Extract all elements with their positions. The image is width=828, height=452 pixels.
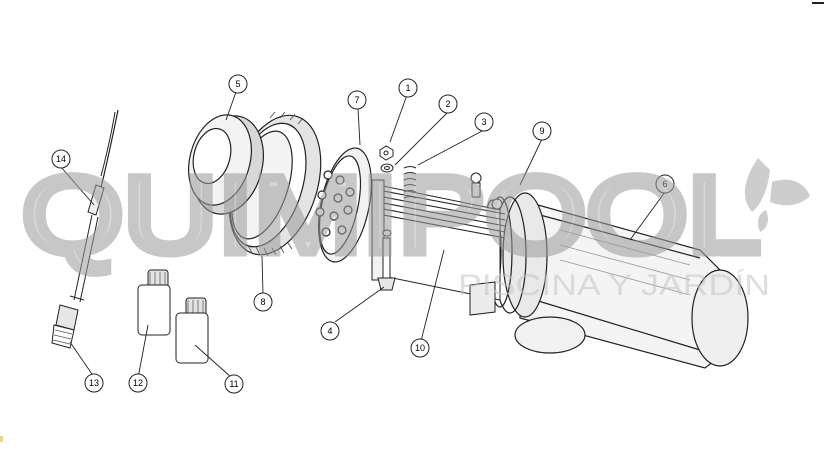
washer-part-2	[380, 163, 394, 173]
corner-mark-top-right	[812, 2, 824, 4]
callout-11: 11	[224, 374, 244, 394]
electrode-stack-part-10	[371, 172, 506, 316]
callouts: 1 2 3 4 5 6 7 8	[51, 74, 675, 394]
callout-1: 1	[398, 78, 418, 98]
svg-text:6: 6	[662, 179, 667, 189]
svg-text:4: 4	[327, 326, 332, 336]
head-plate-part-7	[315, 147, 372, 263]
bolt-part-4	[377, 229, 396, 291]
fitting-part-13	[51, 304, 79, 349]
callout-9: 9	[532, 121, 552, 141]
svg-text:7: 7	[354, 95, 359, 105]
svg-text:3: 3	[481, 117, 486, 127]
nut-part-1	[379, 145, 394, 161]
cell-body-part-6	[514, 199, 749, 369]
svg-text:10: 10	[415, 343, 425, 353]
cap-part-5	[188, 114, 264, 215]
callout-6: 6	[655, 174, 675, 194]
svg-text:1: 1	[405, 83, 410, 93]
watermark-tagline: PISCINA Y JARDÍN	[458, 269, 770, 302]
callout-10: 10	[410, 338, 430, 358]
svg-text:8: 8	[260, 297, 265, 307]
vial-part-11	[175, 297, 209, 364]
svg-text:12: 12	[133, 378, 143, 388]
svg-text:13: 13	[89, 378, 99, 388]
callout-5: 5	[228, 74, 248, 94]
svg-text:11: 11	[229, 379, 238, 389]
corner-mark-bottom-left	[0, 436, 3, 442]
callout-4: 4	[320, 321, 340, 341]
butterfly-logo-icon	[744, 158, 810, 232]
probe-part-14	[69, 109, 119, 303]
callout-14: 14	[51, 149, 71, 169]
svg-text:9: 9	[539, 126, 544, 136]
svg-text:2: 2	[445, 99, 450, 109]
spring-part-3	[403, 166, 417, 199]
watermark-brand: QUIMIPOOL	[22, 154, 760, 275]
callout-12: 12	[128, 373, 148, 393]
callout-8: 8	[253, 292, 273, 312]
callout-2: 2	[438, 94, 458, 114]
watermark: QUIMIPOOL PISCINA Y JARDÍN	[18, 150, 810, 302]
callout-7: 7	[347, 90, 367, 110]
callout-13: 13	[84, 373, 104, 393]
leader-lines	[60, 91, 666, 379]
svg-text:14: 14	[56, 154, 66, 164]
vial-part-12	[137, 269, 171, 336]
callout-3: 3	[474, 112, 494, 132]
svg-text:5: 5	[235, 79, 240, 89]
